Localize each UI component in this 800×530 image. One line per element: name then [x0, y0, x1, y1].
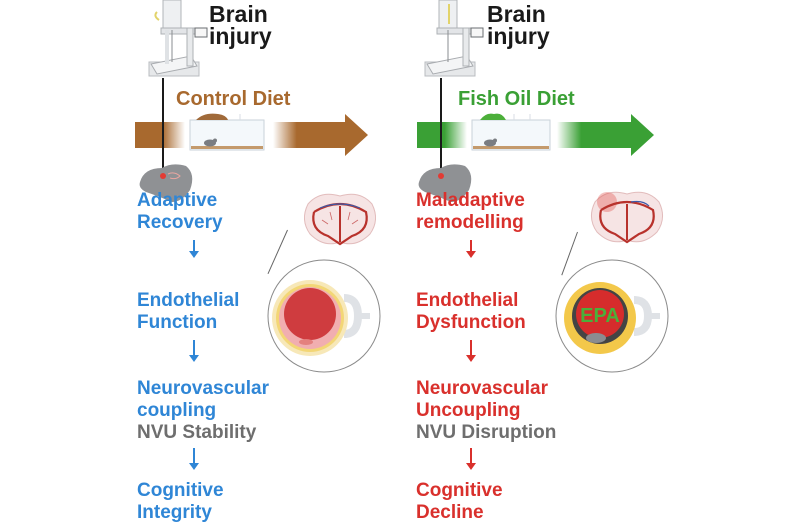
brain-section-icon [304, 193, 376, 246]
fish-oil-diet-label: Fish Oil Diet [458, 88, 575, 110]
control-diet-timeline-arrow [135, 114, 368, 156]
step-cognitive-decline: Cognitive Decline [416, 480, 503, 523]
down-arrow-icon [189, 340, 199, 362]
mouse-head-icon [139, 164, 193, 202]
nvu-stability-label: NVU Stability [137, 422, 257, 443]
stereotaxic-device-icon [424, 0, 484, 77]
step-endothelial-function: Endothelial Function [137, 290, 240, 333]
blood-vessel-cross-section-icon: EPA [555, 259, 669, 373]
step-neurovascular-uncoupling: Neurovascular Uncoupling NVU Disruption [416, 378, 557, 443]
step-endothelial-dysfunction: Endothelial Dysfunction [416, 290, 526, 333]
brain-injury-label: Brain injury [487, 1, 550, 49]
stereotaxic-device-icon [148, 0, 208, 77]
brain-injury-label: Brain injury [209, 1, 272, 49]
mouse-cage-icon [471, 113, 551, 151]
down-arrow-icon [189, 448, 199, 470]
fish-oil-diet-timeline-arrow [417, 114, 654, 156]
down-arrow-icon [466, 448, 476, 470]
mouse-cage-icon [189, 113, 265, 151]
down-arrow-icon [189, 240, 199, 258]
down-arrow-icon [466, 240, 476, 258]
step-neurovascular-coupling: Neurovascular coupling NVU Stability [137, 378, 270, 443]
down-arrow-icon [466, 340, 476, 362]
control-diet-label: Control Diet [176, 88, 291, 110]
step-adaptive-recovery: Adaptive Recovery [137, 190, 223, 233]
blood-vessel-cross-section-icon [267, 259, 381, 373]
nvu-disruption-label: NVU Disruption [416, 422, 557, 443]
step-cognitive-integrity: Cognitive Integrity [137, 480, 224, 523]
injection-needle [440, 78, 442, 176]
injection-needle [162, 78, 164, 176]
brain-section-icon [591, 191, 663, 244]
step-maladaptive-remodelling: Maladaptive remodelling [416, 190, 525, 233]
epa-label: EPA [580, 305, 620, 327]
mouse-head-icon [418, 164, 472, 202]
